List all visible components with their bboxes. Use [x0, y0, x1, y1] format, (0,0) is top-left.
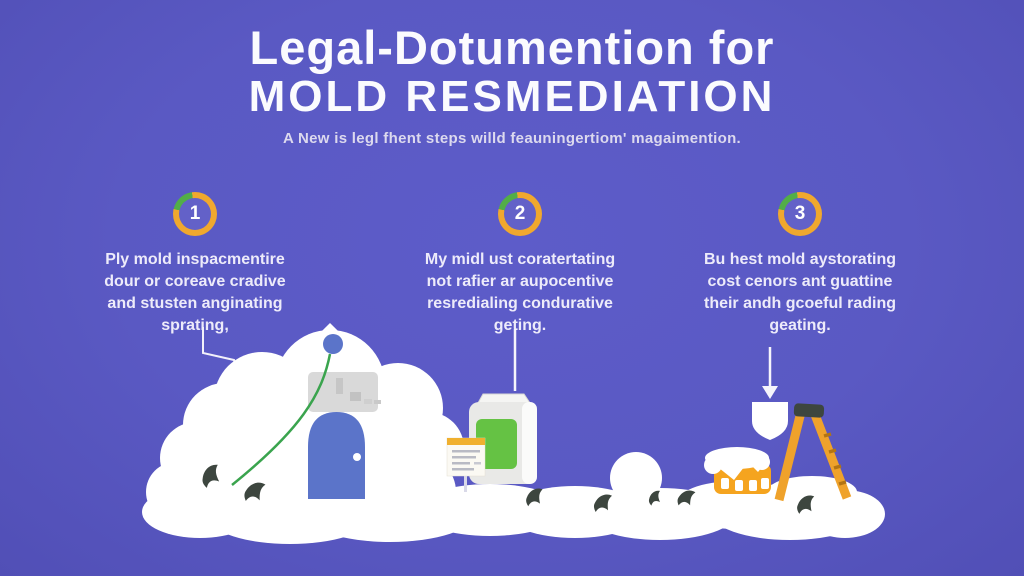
- step-1-line-1: Ply mold inspacmentire: [105, 251, 285, 268]
- step-1-line-2: dour or coreave cradive: [104, 273, 286, 290]
- door-icon: [308, 412, 365, 499]
- step-2-line-4: geting.: [493, 317, 547, 334]
- step-3: 3 Bu hest mold aystorating cost cenors a…: [670, 192, 930, 337]
- step-3-line-2: cost cenors ant guattine: [707, 273, 893, 290]
- step-3-number: 3: [784, 198, 816, 230]
- snow-cap-icon: [704, 447, 770, 480]
- roof-dot-icon: [323, 334, 343, 354]
- product-package-icon: [469, 393, 537, 484]
- step-3-line-4: geating.: [769, 317, 831, 334]
- step-1-number: 1: [179, 198, 211, 230]
- window-icon: [308, 372, 381, 412]
- step-1: 1 Ply mold inspacmentire dour or coreave…: [65, 192, 325, 337]
- step-2-line-3: resredialing condurative: [427, 295, 613, 312]
- step-3-ring-icon: 3: [778, 192, 822, 236]
- house-icon: [146, 323, 464, 530]
- inspection-trail-line: [231, 353, 332, 486]
- step-2-line-1: My midl ust coratertating: [424, 251, 616, 268]
- step-3-line-1: Bu hest mold aystorating: [703, 251, 897, 268]
- checklist-note-icon: [446, 437, 486, 492]
- page-title-line1: Legal-Dotumention for: [249, 21, 775, 74]
- ladder-icon: [774, 403, 852, 502]
- step-2-line-2: not rafier ar aupocentive: [426, 273, 614, 290]
- step-2-ring-icon: 2: [498, 192, 542, 236]
- page-subtitle: A New is legl fhent steps willd feauning…: [282, 130, 742, 147]
- step-2-number: 2: [504, 198, 536, 230]
- step-1-ring-icon: 1: [173, 192, 217, 236]
- step-1-line-3: and stusten anginating: [107, 295, 283, 312]
- step-2-text: My midl ust coratertating not rafier ar …: [425, 249, 615, 337]
- step-1-text: Ply mold inspacmentire dour or coreave c…: [104, 249, 285, 337]
- step-2: 2 My midl ust coratertating not rafier a…: [390, 192, 650, 337]
- step-3-text: Bu hest mold aystorating cost cenors ant…: [704, 249, 896, 337]
- down-arrow-icon: [762, 347, 778, 399]
- toolbox-icon: [704, 447, 771, 494]
- shield-icon: [752, 402, 788, 440]
- page-title-line2: MOLD RESMEDIATION: [248, 72, 776, 121]
- header: Legal-Dotumention for MOLD RESMEDIATION …: [0, 21, 1024, 148]
- mold-spots: [199, 463, 815, 514]
- cloud-ground: [142, 452, 885, 544]
- step-3-line-3: their andh gcoeful rading: [703, 295, 896, 312]
- step-1-line-4: sprating,: [161, 317, 229, 334]
